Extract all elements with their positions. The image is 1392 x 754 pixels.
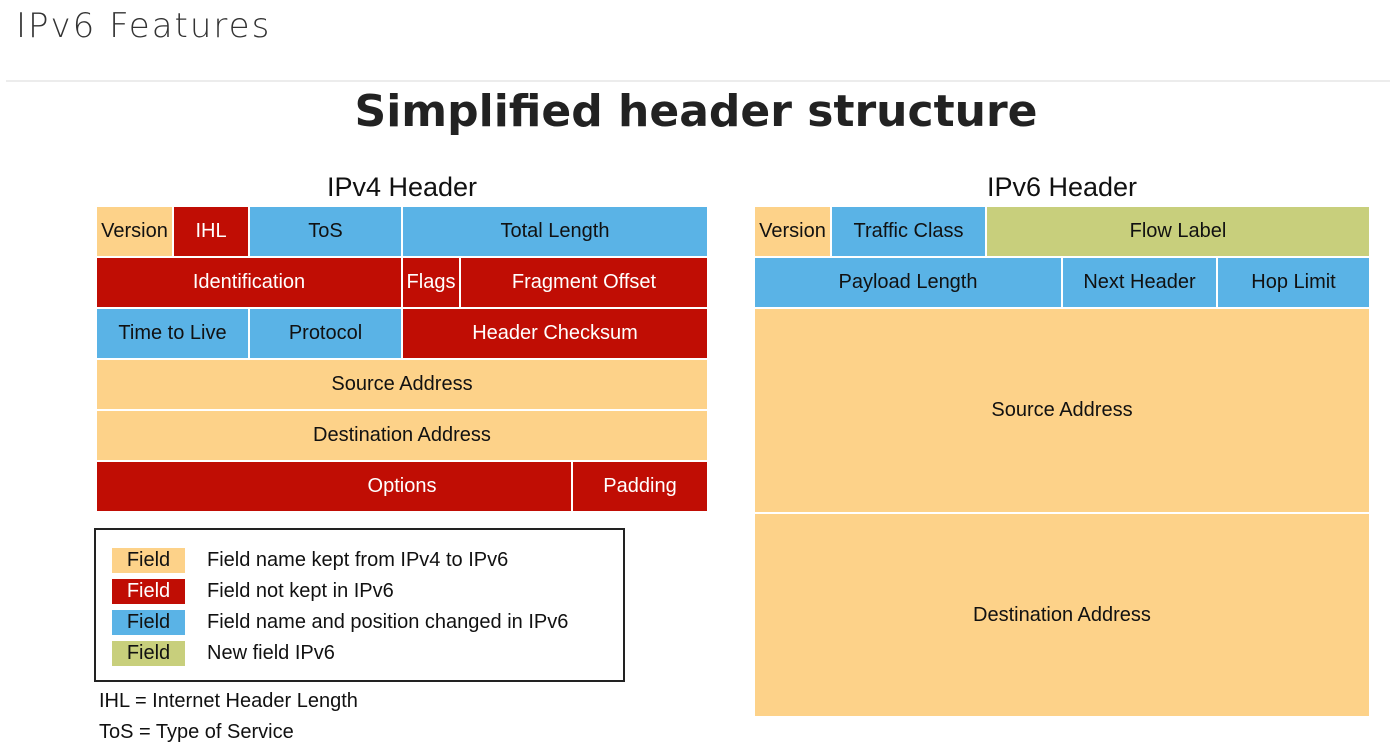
slide-title: IPv6 Features xyxy=(16,6,272,46)
ipv4-header-title: IPv4 Header xyxy=(326,172,478,202)
ipv6-field-hop-limit: Hop Limit xyxy=(1217,257,1370,308)
ipv4-field-tos: ToS xyxy=(249,206,402,257)
ipv6-field-source-address: Source Address xyxy=(754,308,1370,513)
ipv6-field-version: Version xyxy=(754,206,831,257)
ipv4-field-source-address: Source Address xyxy=(96,359,708,410)
ipv4-field-ttl: Time to Live xyxy=(96,308,249,359)
ipv4-field-version: Version xyxy=(96,206,173,257)
ipv4-field-identification: Identification xyxy=(96,257,402,308)
main-title: Simplified header structure xyxy=(354,86,1038,137)
ipv4-field-fragment-offset: Fragment Offset xyxy=(460,257,708,308)
ipv4-field-padding: Padding xyxy=(572,461,708,512)
ipv4-field-ihl: IHL xyxy=(173,206,249,257)
ipv4-field-flags: Flags xyxy=(402,257,460,308)
ipv4-field-header-checksum: Header Checksum xyxy=(402,308,708,359)
legend-text-new: New field IPv6 xyxy=(207,641,335,664)
ipv4-field-options: Options xyxy=(96,461,572,512)
legend-text-kept: Field name kept from IPv4 to IPv6 xyxy=(207,548,509,571)
ipv6-header-title: IPv6 Header xyxy=(986,172,1138,202)
ipv6-field-next-header: Next Header xyxy=(1062,257,1217,308)
ipv6-field-traffic-class: Traffic Class xyxy=(831,206,986,257)
legend-item-new: Field New field IPv6 xyxy=(112,640,335,666)
color-legend: Field Field name kept from IPv4 to IPv6 … xyxy=(94,528,625,682)
ipv6-field-payload-length: Payload Length xyxy=(754,257,1062,308)
legend-swatch-changed: Field xyxy=(112,609,185,635)
ipv6-field-destination-address: Destination Address xyxy=(754,513,1370,717)
legend-swatch-removed: Field xyxy=(112,578,185,604)
note-tos: ToS = Type of Service xyxy=(99,721,294,743)
legend-text-changed: Field name and position changed in IPv6 xyxy=(207,610,569,633)
legend-item-kept: Field Field name kept from IPv4 to IPv6 xyxy=(112,547,508,573)
ipv4-field-total-length: Total Length xyxy=(402,206,708,257)
ipv4-field-destination-address: Destination Address xyxy=(96,410,708,461)
ipv4-field-protocol: Protocol xyxy=(249,308,402,359)
title-divider xyxy=(6,80,1390,82)
legend-swatch-new: Field xyxy=(112,640,185,666)
note-ihl: IHL = Internet Header Length xyxy=(99,690,358,712)
ipv6-field-flow-label: Flow Label xyxy=(986,206,1370,257)
legend-swatch-kept: Field xyxy=(112,547,185,573)
legend-text-removed: Field not kept in IPv6 xyxy=(207,579,394,602)
legend-item-removed: Field Field not kept in IPv6 xyxy=(112,578,394,604)
legend-item-changed: Field Field name and position changed in… xyxy=(112,609,568,635)
